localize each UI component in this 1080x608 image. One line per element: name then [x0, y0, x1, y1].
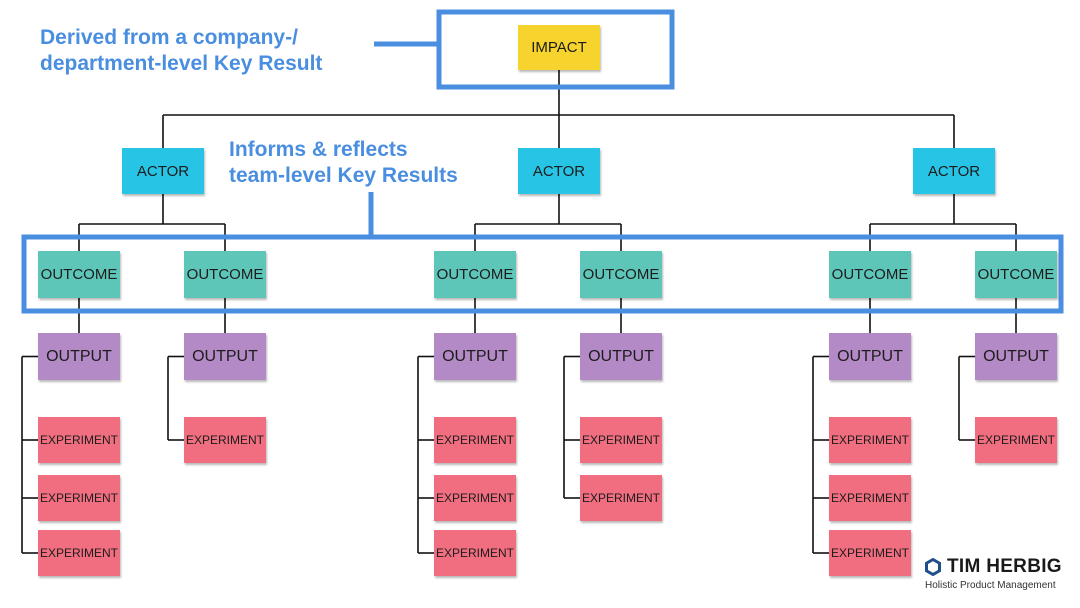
experiment-note: EXPERIMENT	[38, 530, 120, 576]
experiment-note: EXPERIMENT	[184, 417, 266, 463]
experiment-note: EXPERIMENT	[580, 475, 662, 521]
output-note: OUTPUT	[975, 333, 1057, 380]
outcome-callout: Informs & reflects team-level Key Result…	[229, 137, 458, 189]
brand-tagline: Holistic Product Management	[925, 580, 1056, 591]
impact-callout-line-1: Derived from a company-/	[40, 26, 298, 49]
outcome-highlight-frame	[21, 234, 1064, 314]
impact-callout: Derived from a company-/ department-leve…	[40, 25, 322, 77]
outcome-note: OUTCOME	[829, 251, 911, 298]
outcome-note: OUTCOME	[580, 251, 662, 298]
experiment-note: EXPERIMENT	[975, 417, 1057, 463]
impact-note: IMPACT	[518, 25, 600, 70]
outcome-note: OUTCOME	[434, 251, 516, 298]
output-note: OUTPUT	[184, 333, 266, 380]
connector-lines	[21, 70, 1017, 554]
outcome-callout-line-2: team-level Key Results	[229, 164, 458, 187]
output-note: OUTPUT	[38, 333, 120, 380]
brand-logo: TIM HERBIG Holistic Product Management	[925, 556, 1075, 591]
experiment-note: EXPERIMENT	[434, 475, 516, 521]
outcome-note: OUTCOME	[38, 251, 120, 298]
experiment-note: EXPERIMENT	[434, 417, 516, 463]
hexagon-outline-icon	[925, 558, 941, 576]
outcome-note: OUTCOME	[975, 251, 1057, 298]
experiment-note: EXPERIMENT	[38, 475, 120, 521]
experiment-note: EXPERIMENT	[580, 417, 662, 463]
experiment-note: EXPERIMENT	[38, 417, 120, 463]
experiment-note: EXPERIMENT	[434, 530, 516, 576]
impact-callout-line-2: department-level Key Result	[40, 52, 323, 75]
impact-highlight-frame	[436, 9, 675, 90]
brand-name: TIM HERBIG	[947, 556, 1062, 577]
experiment-note: EXPERIMENT	[829, 417, 911, 463]
experiment-note: EXPERIMENT	[829, 530, 911, 576]
actor-note: ACTOR	[913, 148, 995, 194]
output-note: OUTPUT	[434, 333, 516, 380]
actor-note: ACTOR	[122, 148, 204, 194]
outcome-callout-line-1: Informs & reflects	[229, 138, 408, 161]
actor-note: ACTOR	[518, 148, 600, 194]
outcome-note: OUTCOME	[184, 251, 266, 298]
output-note: OUTPUT	[829, 333, 911, 380]
experiment-note: EXPERIMENT	[829, 475, 911, 521]
output-note: OUTPUT	[580, 333, 662, 380]
